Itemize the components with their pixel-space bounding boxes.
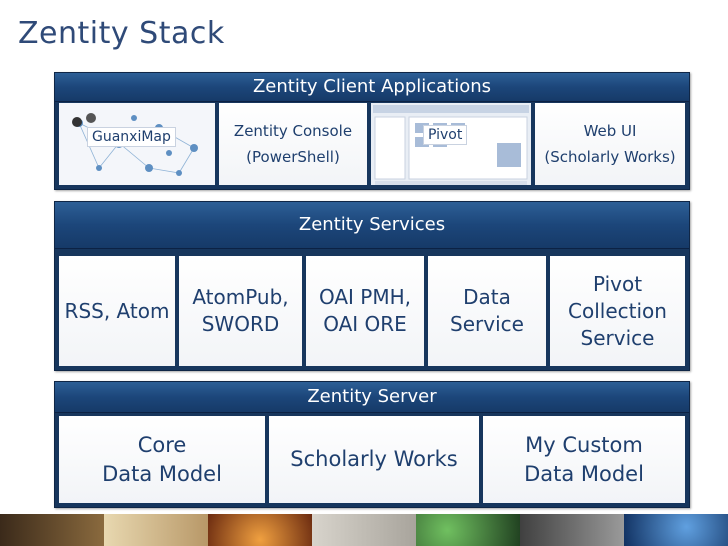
- client-applications-panel: Zentity Client Applications GuanxiMap: [54, 72, 690, 190]
- server-core-line-2: Data Model: [102, 461, 222, 486]
- photo-manuscript: [312, 514, 416, 546]
- server-scholarly-line-1: Scholarly Works: [290, 447, 458, 472]
- web-ui-tile: Web UI (Scholarly Works): [535, 103, 685, 185]
- service-pivot-line-3: Service: [580, 325, 655, 350]
- service-atompub-sword: AtomPub, SWORD: [179, 256, 302, 366]
- service-rss-atom-line-1: RSS, Atom: [64, 298, 170, 323]
- service-rss-atom: RSS, Atom: [59, 256, 175, 366]
- server-custom-line-2: Data Model: [524, 461, 644, 486]
- server-core-data-model: Core Data Model: [59, 416, 265, 503]
- service-data: Data Service: [428, 256, 546, 366]
- server-core-line-1: Core: [137, 433, 187, 458]
- console-line-2: (PowerShell): [246, 148, 340, 166]
- photo-green: [416, 514, 520, 546]
- photo-strip: [0, 514, 728, 546]
- zentity-console-tile: Zentity Console (PowerShell): [219, 103, 367, 185]
- guanximap-tile: GuanxiMap: [59, 103, 215, 185]
- service-data-line-1: Data: [463, 285, 511, 309]
- service-oai-line-1: OAI PMH,: [318, 285, 412, 309]
- services-panel: Zentity Services RSS, Atom AtomPub, SWOR…: [54, 201, 690, 371]
- slide-title: Zentity Stack: [18, 16, 225, 51]
- pivot-screenshot-thumbnail: [371, 103, 531, 185]
- guanximap-label: GuanxiMap: [87, 127, 176, 147]
- pivot-tile: Pivot: [371, 103, 531, 185]
- service-pivot-line-1: Pivot: [592, 271, 643, 296]
- server-header: Zentity Server: [55, 382, 689, 413]
- webui-line-1: Web UI: [583, 121, 637, 140]
- services-header: Zentity Services: [55, 202, 689, 249]
- server-custom-data-model: My Custom Data Model: [483, 416, 685, 503]
- service-oai: OAI PMH, OAI ORE: [306, 256, 424, 366]
- server-panel: Zentity Server Core Data Model Scholarly…: [54, 381, 690, 508]
- photo-papers: [104, 514, 208, 546]
- photo-sunset: [208, 514, 312, 546]
- service-pivot-line-2: Collection: [568, 298, 667, 323]
- photo-globe: [624, 514, 728, 546]
- server-scholarly-works: Scholarly Works: [269, 416, 479, 503]
- service-data-line-2: Service: [450, 312, 524, 336]
- photo-books: [0, 514, 104, 546]
- client-applications-header: Zentity Client Applications: [55, 73, 689, 102]
- console-line-1: Zentity Console: [233, 121, 353, 140]
- server-custom-line-1: My Custom: [525, 433, 643, 458]
- service-oai-line-2: OAI ORE: [323, 312, 407, 336]
- network-graph-thumbnail: [59, 103, 215, 185]
- photo-tools: [520, 514, 624, 546]
- pivot-label: Pivot: [423, 125, 468, 145]
- service-pivot-collection: Pivot Collection Service: [550, 256, 685, 366]
- webui-line-2: (Scholarly Works): [544, 148, 676, 166]
- service-atompub-line-2: SWORD: [201, 312, 280, 336]
- service-atompub-line-1: AtomPub,: [192, 285, 289, 309]
